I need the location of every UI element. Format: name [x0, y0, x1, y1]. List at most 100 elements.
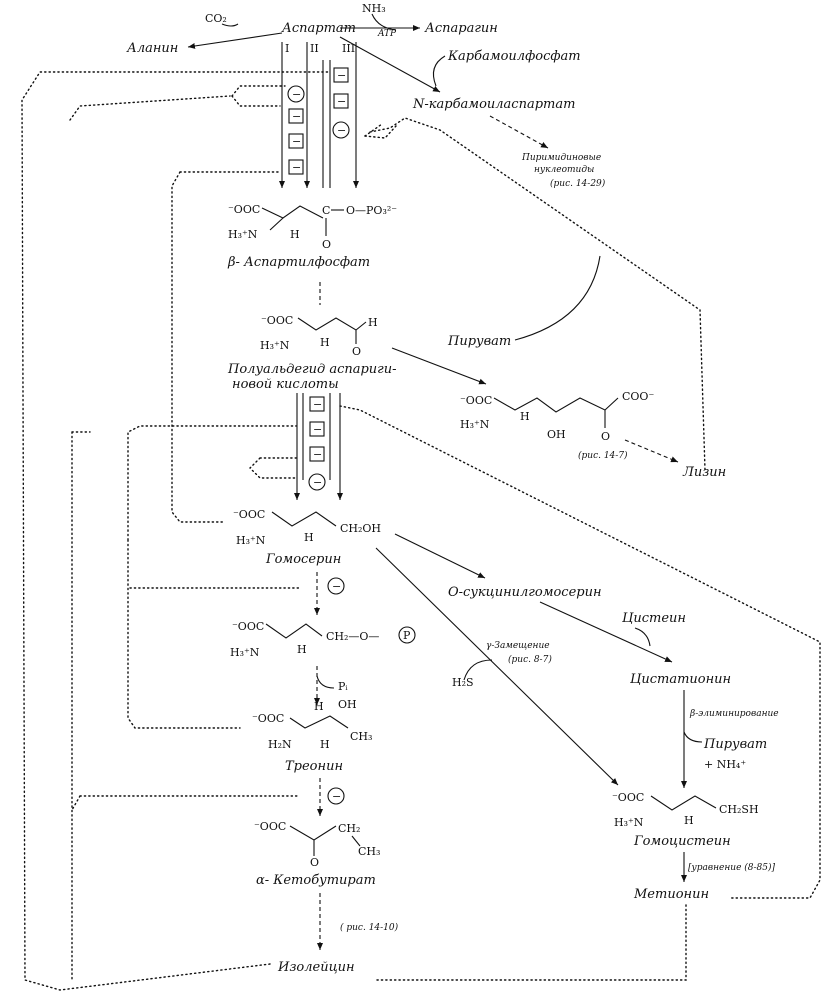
backbone-bonds: [265, 623, 323, 639]
ooc-group: ⁻OOC: [254, 820, 286, 833]
svg-text:−: −: [337, 124, 346, 137]
pyrimidines-label-2: нуклеотиды: [534, 165, 594, 175]
pyrimidines-ref: (рис. 14-29): [550, 178, 606, 189]
h-atom: H: [320, 336, 330, 349]
isozyme-label-3: III: [342, 42, 355, 55]
feedback-line-dot-mid: [364, 123, 383, 137]
amino-group: H₃⁺N: [614, 816, 644, 829]
arrow-to-lysine: [624, 439, 679, 463]
svg-text:−: −: [313, 398, 322, 411]
semialdehyde-label-2: новой кислоты: [232, 377, 339, 392]
ch2sh-group: CH₂SH: [719, 803, 759, 816]
inhibition-circle: −: [327, 787, 345, 805]
phosphate-circle: [398, 626, 416, 644]
feedback-line-methionine-bottom: [374, 904, 687, 981]
repression-box: −: [288, 133, 304, 149]
oh-group: OH: [338, 698, 357, 711]
nh3-label: NH₃: [362, 2, 386, 15]
carbonyl-o: O: [322, 238, 331, 251]
ch3-group: CH₃: [350, 730, 372, 743]
backbone-bonds: [289, 825, 337, 841]
repression-box: −: [288, 108, 304, 124]
atp-label: ATP: [377, 29, 397, 39]
repression-box: −: [309, 396, 325, 412]
h-atom: H: [684, 814, 694, 827]
svg-text:−: −: [313, 476, 322, 489]
feedback-line-inner-2: [231, 95, 281, 107]
oh-group: OH: [547, 428, 566, 441]
arrow-to-carbamoyl-aspartate: [339, 36, 441, 93]
gamma-subst-label-1: γ-Замещение: [486, 641, 550, 651]
asparagine-label: Аспарагин: [424, 21, 498, 36]
cystathionine-label: Цистатионин: [630, 672, 731, 687]
semialdehyde-label-1: Полуальдегид аспаригu-: [227, 362, 397, 377]
repression-box: −: [333, 67, 349, 83]
succinyl-homoserine-label: О-сукцинилгомосерин: [448, 585, 602, 600]
feedback-line-lysine-left: [69, 95, 231, 121]
feedback-line-loop: [364, 125, 397, 139]
feedback-line-isoleucine-outer: [21, 71, 331, 991]
ooc-group: ⁻OOC: [460, 394, 492, 407]
beta-elimination-label: β-элиминирование: [689, 709, 779, 719]
backbone-bonds: [297, 317, 367, 331]
co2-release-curve: [221, 23, 239, 27]
h-atom: H: [297, 643, 307, 656]
inhibition-circle: −: [332, 121, 350, 139]
backbone-bonds: [261, 205, 324, 219]
arrow-to-succinyl: [394, 533, 486, 579]
lysine-ref: (рис. 14-7): [578, 450, 628, 461]
cysteine-label: Цистеин: [622, 611, 686, 626]
pyruvate-in-label: Пируват: [447, 334, 511, 349]
lysine-label: Лизин: [682, 465, 726, 480]
gamma-subst-label-2: (рис. 8-7): [508, 654, 552, 665]
carbamoyl-aspartate-label: N-карбамоиласпартат: [412, 97, 575, 112]
svg-text:−: −: [292, 161, 301, 174]
methionine-label: Метионин: [633, 887, 709, 902]
svg-text:−: −: [313, 423, 322, 436]
svg-text:−: −: [332, 790, 341, 803]
inhibition-circle: −: [287, 85, 305, 103]
svg-text:−: −: [332, 580, 341, 593]
keto-o: O: [310, 856, 319, 869]
feedback-line-iso-bottom: [71, 795, 301, 811]
wedge-bond: [269, 217, 284, 231]
amino-group: H₃⁺N: [460, 418, 490, 431]
h2s-label: H₂S: [452, 676, 474, 689]
backbone-bonds: [650, 795, 717, 811]
ch2-o-group: CH₂—O—: [326, 630, 379, 643]
repression-box: −: [309, 421, 325, 437]
h-atom: H: [314, 700, 324, 713]
svg-text:−: −: [292, 110, 301, 123]
aspartate-label: Аспартат: [281, 21, 356, 36]
pyrimidines-label-1: Пиримидиновые: [521, 153, 601, 163]
h-atom: H: [520, 410, 530, 423]
phosphate-p: P: [403, 629, 411, 642]
feedback-line-homoserine-box: [127, 425, 297, 729]
equation-ref: [уравнение (8-85)]: [688, 862, 776, 873]
homoserine-label: Гомосерин: [265, 552, 341, 567]
ch2-group: CH₂: [338, 822, 360, 835]
feedback-line-threonine: [171, 171, 281, 523]
ooc-group: ⁻OOC: [612, 791, 644, 804]
cysteine-curve: [634, 627, 651, 647]
aspartyl-phosphate-label: β- Аспартилфосфат: [227, 255, 370, 270]
pyruvate-out-label: Пируват: [703, 737, 767, 752]
ammonium-label: + NH₄⁺: [704, 758, 746, 771]
co2-label: CO₂: [205, 12, 227, 25]
h-atom: H: [290, 228, 300, 241]
ch2oh-group: CH₂OH: [340, 522, 381, 535]
arrow-gamma-substitution: [375, 547, 619, 786]
h2n-group: H₂N: [268, 738, 292, 751]
pi-label: Pᵢ: [338, 680, 348, 693]
alanine-label: Аланин: [126, 41, 178, 56]
ch2-ch3-bond: [351, 835, 361, 847]
repression-box: −: [288, 159, 304, 175]
amino-group: H₃⁺N: [260, 339, 290, 352]
isozyme-label-1: I: [285, 42, 289, 55]
svg-text:−: −: [292, 135, 301, 148]
ketobutyrate-ref: ( рис. 14-10): [340, 922, 399, 933]
feedback-line-lys-short: [249, 457, 297, 479]
aldehyde-h: H: [368, 316, 378, 329]
nh3-curve: [371, 13, 397, 31]
arrow-to-cystathionine: [539, 601, 673, 663]
